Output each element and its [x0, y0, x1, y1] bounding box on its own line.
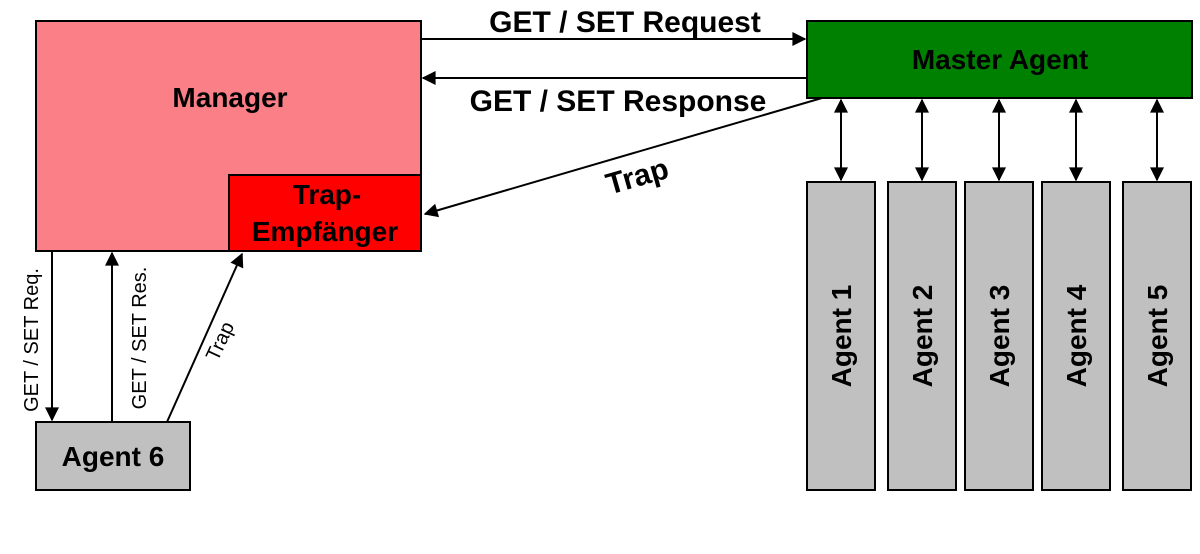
agent-5-box — [1122, 181, 1192, 491]
agent-1-node: Agent 1 — [806, 181, 876, 491]
sub-agents-group: Agent 1 Agent 2 Agent 3 Agent 4 Agent 5 — [806, 181, 1192, 491]
agent-1-label: Agent 1 — [826, 285, 857, 388]
agent6-response-label: GET / SET Res. — [129, 267, 151, 410]
agent-3-node: Agent 3 — [964, 181, 1034, 491]
agent-6-box — [35, 421, 191, 491]
agent6-trap-arrow — [166, 252, 244, 423]
master-agent-label: Master Agent — [912, 44, 1088, 75]
agent-4-node: Agent 4 — [1041, 181, 1111, 491]
agent-4-box — [1041, 181, 1111, 491]
agent-6-label: Agent 6 — [62, 441, 165, 472]
trap-receiver-node: Trap- Empfänger — [228, 174, 422, 252]
manager-label: Manager — [172, 82, 287, 113]
agent-3-box — [964, 181, 1034, 491]
agent-2-node: Agent 2 — [887, 181, 957, 491]
agent-2-box — [887, 181, 957, 491]
agent-5-node: Agent 5 — [1122, 181, 1192, 491]
agent-1-box — [806, 181, 876, 491]
agent-4-label: Agent 4 — [1061, 284, 1092, 387]
agent-5-label: Agent 5 — [1142, 285, 1173, 388]
master-trap-arrow — [423, 97, 823, 218]
master-agent-node: Master Agent — [806, 20, 1193, 99]
agent6-request-label: GET / SET Req. — [21, 268, 43, 412]
agent-6-node: Agent 6 — [35, 421, 191, 491]
trap-receiver-label-line2: Empfänger — [252, 216, 398, 247]
get-set-request-label: GET / SET Request — [489, 6, 761, 39]
get-set-response-label: GET / SET Response — [470, 85, 767, 118]
agent6-trap-label: Trap — [202, 319, 239, 365]
trap-receiver-label-line1: Trap- — [293, 179, 361, 210]
agent-3-label: Agent 3 — [984, 285, 1015, 388]
trap-receiver-box — [228, 174, 422, 252]
agent-2-label: Agent 2 — [907, 285, 938, 388]
master-agent-box — [806, 20, 1193, 99]
